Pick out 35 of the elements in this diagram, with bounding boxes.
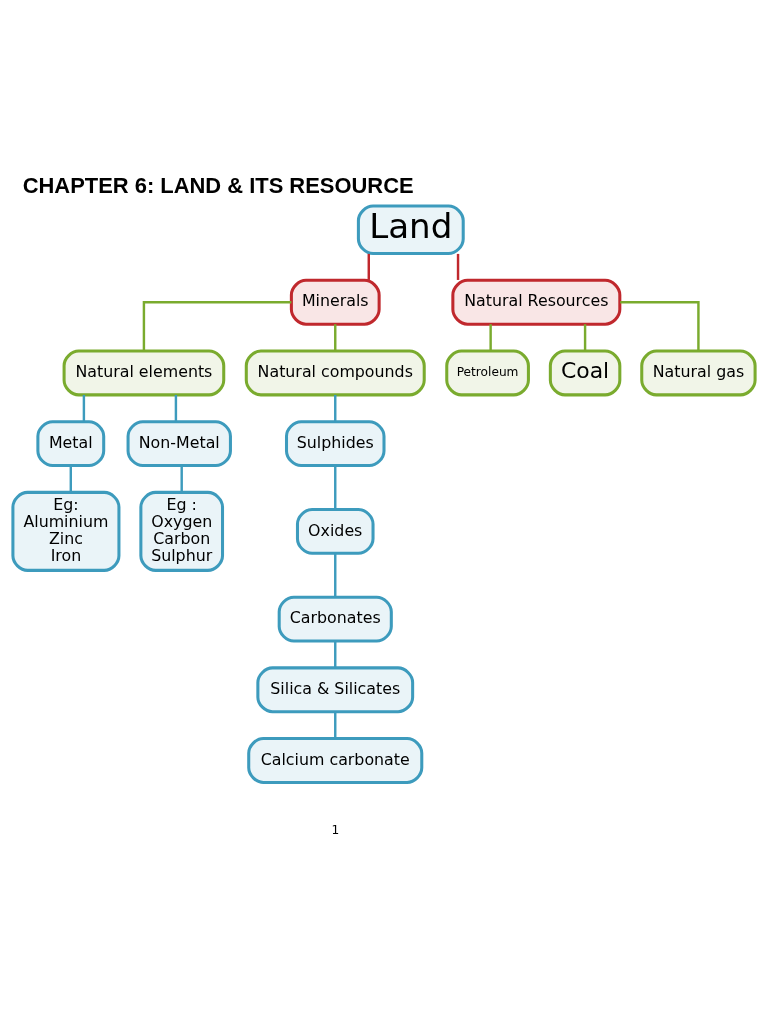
- connector: [174, 394, 178, 421]
- connector: [367, 253, 370, 280]
- connector: [142, 300, 292, 351]
- node-box: Metal: [36, 419, 106, 467]
- connector: [180, 465, 183, 492]
- node-box: Non-Metal: [126, 419, 232, 467]
- node-box: Carbonates: [277, 595, 393, 643]
- node-box: Natural Resources: [451, 278, 622, 326]
- connector: [82, 394, 86, 421]
- node-box: Calcium carbonate: [247, 736, 424, 784]
- node-box: Minerals: [289, 278, 381, 326]
- diagram-title: CHAPTER 6: LAND & ITS RESOURCE: [22, 172, 414, 198]
- connector: [334, 553, 337, 597]
- connector: [334, 640, 337, 668]
- connector: [620, 300, 700, 351]
- node-box: Eg: Aluminium Zinc Iron: [11, 490, 121, 572]
- node-box: Oxides: [295, 507, 375, 555]
- node-box: Natural gas: [640, 349, 757, 396]
- connector: [334, 465, 337, 509]
- node-box: Eg : Oxygen Carbon Sulphur: [139, 490, 225, 572]
- node-box: Silica & Silicates: [256, 665, 415, 713]
- node-box: Natural elements: [62, 349, 226, 396]
- label: 1: [331, 822, 340, 837]
- node-box: Natural compounds: [244, 349, 426, 396]
- node-box: Sulphides: [284, 419, 386, 467]
- connector: [489, 323, 492, 351]
- node-box: Petroleum: [445, 349, 530, 396]
- connector: [583, 323, 587, 351]
- connector: [334, 394, 337, 421]
- node-box: Coal: [548, 349, 622, 396]
- connector: [334, 711, 337, 738]
- connector: [69, 465, 72, 492]
- connector: [456, 253, 460, 280]
- node-box: Land: [356, 203, 465, 255]
- connector: [334, 323, 337, 351]
